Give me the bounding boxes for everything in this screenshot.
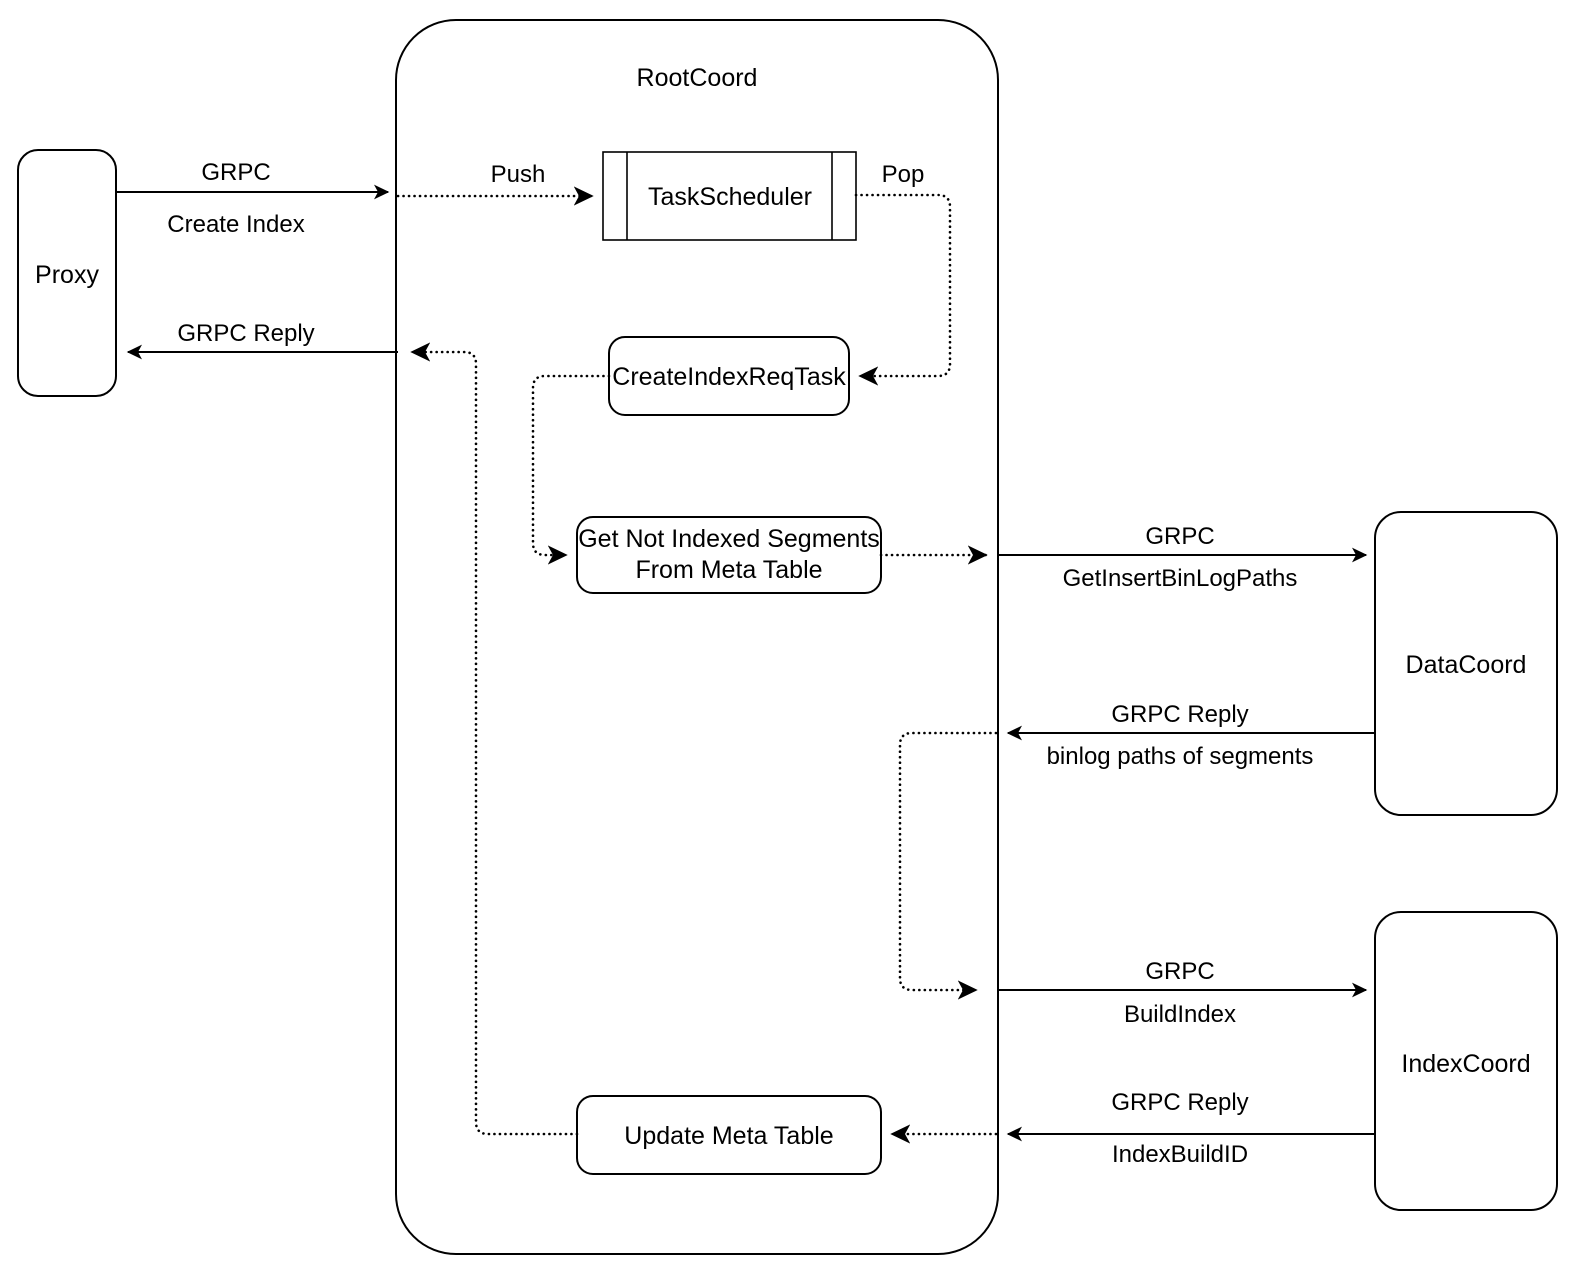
create-index-req-task-label: CreateIndexReqTask bbox=[612, 363, 846, 391]
indexcoord-label: IndexCoord bbox=[1401, 1050, 1530, 1078]
edge-rootcoord-to-proxy-label-1: GRPC Reply bbox=[177, 320, 314, 347]
edge-create-task-to-get-segments bbox=[531, 374, 611, 565]
edge-rootcoord-to-indexcoord-label-2: BuildIndex bbox=[1124, 1001, 1236, 1028]
edge-binlog-to-buildindex bbox=[898, 731, 998, 1000]
edge-pop bbox=[854, 193, 952, 386]
get-not-indexed-segments-line2: From Meta Table bbox=[635, 556, 822, 584]
proxy-label: Proxy bbox=[35, 261, 99, 289]
task-scheduler-node[interactable] bbox=[602, 151, 857, 241]
update-meta-table-label: Update Meta Table bbox=[624, 1122, 833, 1150]
edge-update-meta-to-grpc-reply bbox=[410, 342, 579, 1136]
task-scheduler-label: TaskScheduler bbox=[648, 183, 812, 211]
edge-indexcoord-to-rootcoord-label-1: GRPC Reply bbox=[1111, 1089, 1248, 1116]
edge-pop-label: Pop bbox=[882, 161, 925, 188]
edge-rootcoord-to-datacoord-label-2: GetInsertBinLogPaths bbox=[1063, 565, 1298, 592]
edge-rootcoord-to-indexcoord-label-1: GRPC bbox=[1145, 958, 1214, 985]
edge-push-label: Push bbox=[491, 161, 546, 188]
datacoord-label: DataCoord bbox=[1406, 651, 1527, 679]
indexcoord-node[interactable] bbox=[1374, 911, 1558, 1211]
edge-indexcoord-to-rootcoord-label-2: IndexBuildID bbox=[1112, 1141, 1248, 1168]
proxy-node[interactable] bbox=[17, 149, 117, 397]
get-not-indexed-segments-line1: Get Not Indexed Segments bbox=[578, 525, 880, 553]
rootcoord-label: RootCoord bbox=[637, 64, 758, 92]
rootcoord-container bbox=[395, 19, 999, 1255]
edge-proxy-to-rootcoord-label-1: GRPC bbox=[201, 159, 270, 186]
edge-proxy-to-rootcoord-label-2: Create Index bbox=[167, 211, 304, 238]
edge-datacoord-to-rootcoord-label-2: binlog paths of segments bbox=[1047, 743, 1314, 770]
edge-rootcoord-to-datacoord-label-1: GRPC bbox=[1145, 523, 1214, 550]
datacoord-node[interactable] bbox=[1374, 511, 1558, 816]
edge-datacoord-to-rootcoord-label-1: GRPC Reply bbox=[1111, 701, 1248, 728]
